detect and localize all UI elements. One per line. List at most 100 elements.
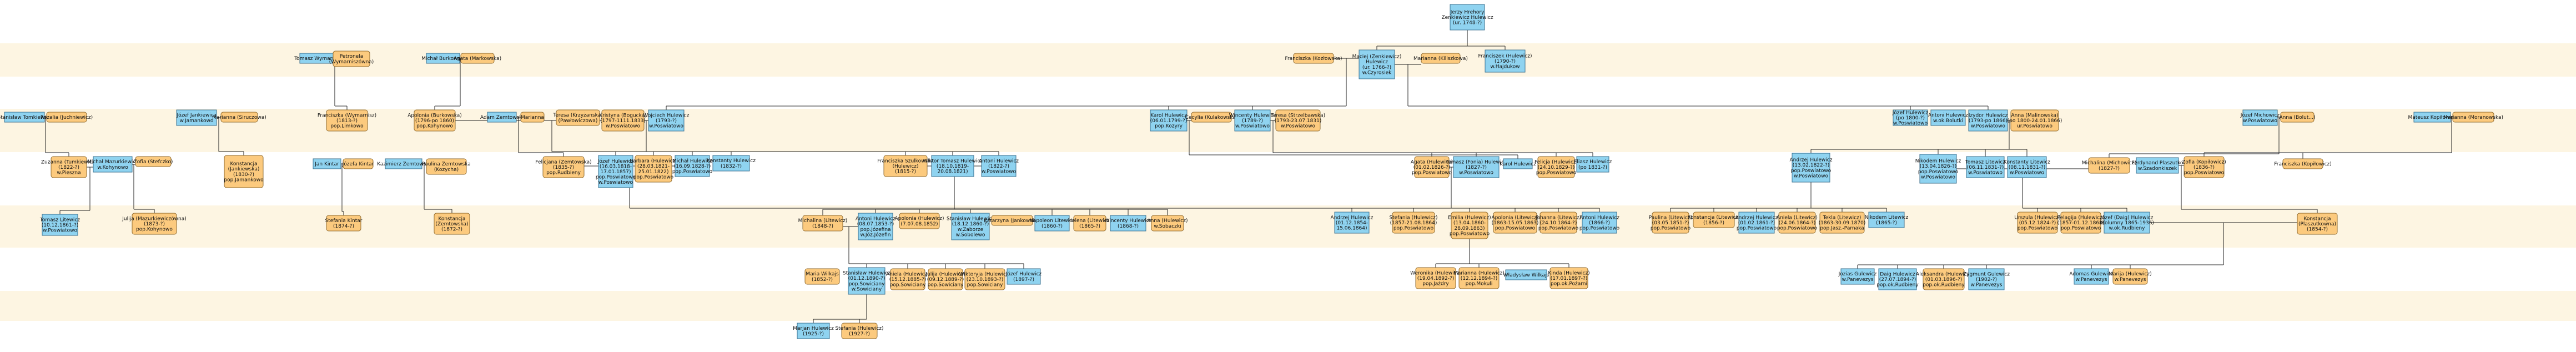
male-person-box[interactable]: Andrzej Hulewicz(01.02.1861-?)pop.Poswia… [1735,212,1778,234]
female-person-box[interactable]: Aleksandra (Hulewicz)(01.03.1896-?)pop.o… [1916,268,1971,290]
male-person-box[interactable]: Antoni Hulewicz(08.07.1853-?)pop.Józefin… [856,213,895,240]
male-person-box[interactable]: Michał Burkowski [421,53,465,64]
female-person-box[interactable]: Anna (Bolut...) [2280,112,2316,123]
female-person-box[interactable]: Weronika (Hulewicz)(19.04.1892-?)pop.Jaż… [1410,267,1461,289]
female-person-box[interactable]: Franciszka (Wymarnisz)(1813-?)pop.Limkow… [318,109,376,132]
female-person-box[interactable]: Teresa (Krzyżanska)(Pawłowiczowa) [552,109,603,126]
male-person-box[interactable]: Stanisław Tomkiewicz [0,112,52,123]
female-person-box[interactable]: Apolonia (Hulewicz)(7.07.08.1852) [894,213,944,229]
male-person-box[interactable]: Karol Hulewicz [1500,158,1536,169]
male-person-box[interactable]: Stanisław Hulewicz(01.12.1890-?)pop.Sowi… [843,267,890,295]
female-person-box[interactable]: Katarzyna (Jankowska) [984,215,1040,226]
male-person-box[interactable]: Michał Hulewicz(16.09.1828-?)pop.Poswiat… [672,155,713,177]
female-person-box[interactable]: Stefania Kintar(1874-?) [325,215,363,232]
female-person-box[interactable]: Marianna (Hulewicz)(12.12.1894-?)pop.Mok… [1453,267,1505,289]
male-person-box[interactable]: Józef Hulewicz(16.03.1818-17.01.1857)pop… [596,155,636,188]
female-person-box[interactable]: Aniela (Hulewicz)(15.12.1885-?)pop.Sowic… [886,268,929,290]
female-person-box[interactable]: Julija (Hulewicz)(09.12.1889-?)pop.Sowic… [925,268,965,290]
female-person-box[interactable]: Aniela (Litewicz)(24.06.1864-?)pop.Poswi… [1777,212,1818,234]
male-person-box[interactable]: Wojciech Hulewicz(1793-?)w.Poswiatowo [643,109,690,132]
female-person-box[interactable]: Agata (Markowska) [454,53,501,64]
female-person-box[interactable]: Johanna (Litewicz)(24.10.1864-?)pop.Posw… [1535,212,1581,234]
male-person-box[interactable]: Zygmunt Gulewicz(1902-?)w.Panevezys [1963,268,2010,290]
male-person-box[interactable]: Władysław Wilkajs [1503,269,1549,280]
female-person-box[interactable]: Urszula (Hulewicz)(05.12.1824-?)pop.Posw… [2014,212,2061,234]
female-person-box[interactable]: Franciszka Szulkowska(Hulewicz)(1815-?) [877,155,934,177]
male-person-box[interactable]: Stanisław Hulewicz(18.12.1860-?)w.Zaborz… [947,213,994,240]
female-person-box[interactable]: Teresa (Strzelbawska)(1793-23.07.1831)w.… [1270,109,1325,132]
female-person-box[interactable]: Zofia (Stefczko) [134,156,173,167]
male-person-box[interactable]: Nikodem Litewicz(1865-?) [1865,212,1909,228]
male-person-box[interactable]: Tomasz Litewicz(06.11.1831-?)w.Poswiatow… [1965,156,2005,178]
female-person-box[interactable]: Stefania (Hulewicz)(1927-?) [835,323,884,339]
female-person-box[interactable]: Rozalia (Juchniewicz) [41,112,93,123]
male-person-box[interactable]: Tomasz (Fonia) Hulewicz(1827-?)w.Poswiat… [1445,156,1507,178]
male-person-box[interactable]: Antoni Hulewicz(1822-?)w.Poswiatowo [979,155,1019,177]
female-person-box[interactable]: Paulina Zemtowska(Kozycha) [422,158,471,175]
female-person-box[interactable]: Marianna (Moranowska) [2443,112,2503,123]
male-person-box[interactable]: Konstanty Hulewicz(1832-?) [707,155,756,172]
female-person-box[interactable]: Helena (Litewicz)(1865-?) [1068,215,1111,232]
male-person-box[interactable]: Adam Zemtowski [480,112,524,123]
male-person-box[interactable]: Konstanty Litewicz(08.11.1831-?)w.Poswia… [2004,156,2050,178]
female-person-box[interactable]: Felicjana (Zemtowska)(1835-?)pop.Rudbien… [535,156,592,178]
female-person-box[interactable]: Józefa Kintar [342,158,374,169]
male-person-box[interactable]: Nikodem Hulewicz(13.04.1826-?)pop.Poswia… [1915,154,1961,184]
female-person-box[interactable]: Marianna (Siruczowa) [212,112,266,123]
male-person-box[interactable]: Andrzej Hulewicz(01.12.1854-15.06.1864) [1331,212,1373,234]
female-person-box[interactable]: Tekla (Litewicz)(1863-30.09.1870)pop.Jas… [1819,212,1866,234]
male-person-box[interactable]: Wiktor Tomasz Hulewicz(18.10.1819-20.08.… [923,155,983,177]
male-person-box[interactable]: Tomasz Litewicz(10.12.1861-?)w.Poswiatow… [39,214,80,236]
female-person-box[interactable]: Stefania (Hulewicz)(1857-21.08.1864)pop.… [1389,212,1438,234]
male-person-box[interactable]: Mateusz Kopiłowicz [2408,112,2457,123]
female-person-box[interactable]: Marianna (Kiliszkowa) [1413,53,1468,64]
female-person-box[interactable]: Wiktoryja (Hulewicz)(23.10.1893-?)pop.So… [959,268,1010,290]
male-person-box[interactable]: Antoni Hulewicz(1866-?)pop.Poswiatowo [1579,212,1620,234]
male-person-box[interactable]: Józef Hulewicz(po 1800-?)w.Poswiatowo [1892,109,1929,126]
female-person-box[interactable]: Konstancja (Litewicz)(1856-?) [1687,212,1740,228]
female-person-box[interactable]: Konstancja(Jankiewska)(1830-?)pop.Jamank… [224,155,264,188]
female-person-box[interactable]: Apolonia (Burkowska)(1796-po 1860)pop.Ko… [407,109,462,132]
female-person-box[interactable]: Barbara (Hulewicz)(28.03.1821-25.01.1822… [630,155,677,183]
female-person-box[interactable]: Michalina (Litewicz)(1848-?) [798,215,848,232]
female-person-box[interactable]: Franciszka (Kozłowska) [1285,53,1342,64]
male-person-box[interactable]: Józef (Daig) Hulewicz(Kolumny 1865-1936)… [2100,212,2154,234]
male-person-box[interactable]: Jan Kintar [313,158,341,169]
female-person-box[interactable]: Franciszka (Kopiłowicz) [2274,158,2332,169]
female-person-box[interactable]: Emilia (Hulewicz)(13.04.1860-28.09.1863)… [1448,212,1491,239]
female-person-box[interactable]: Anna (Malinowska)(po 1800-24.01.1866)ur.… [2008,109,2062,132]
female-person-box[interactable]: Michalina (Michowicz)(1827-?) [2082,157,2137,174]
female-person-box[interactable]: Petronela(Wymarniszówna) [329,51,374,67]
male-person-box[interactable]: Marjan Hulewicz(1925-?) [793,323,834,339]
male-person-box[interactable]: Wincenty Hulewicz(1868-?) [1105,215,1152,232]
male-person-box[interactable]: Andrzej Hulewicz(13.02.1822-?)pop.Poswia… [1790,153,1833,183]
male-person-box[interactable]: Karol Hulewicz(06.01.1799-?)pop.Kozyry [1150,109,1188,132]
female-person-box[interactable]: Pelagija (Hulewicz)(1857-01.12.1868)pop.… [2057,212,2105,234]
female-person-box[interactable]: Julija (Mazurkiewiczówna)(1873-?)pop.Koh… [122,213,187,235]
female-person-box[interactable]: Marija (Hulewicz)w.Panevezys [2109,268,2152,285]
female-person-box[interactable]: Maria Wilkajs(1852-?) [804,268,840,285]
female-person-box[interactable]: Zofia (Kopiłowicz)(1836-?)pop.Poswiatowo [2182,156,2226,178]
male-person-box[interactable]: Maciej (Zenkiewicz)Hulewicz(ur. 1766-?)w… [1352,49,1402,79]
male-person-box[interactable]: Napoleon Litewicz(1860-?) [1029,215,1075,232]
female-person-box[interactable]: Kristyna (Bogucka)(1797-1111.1833)w.Posw… [599,109,647,132]
female-person-box[interactable]: Konstancja(Zemtowska)(1872-?) [434,213,470,235]
female-person-box[interactable]: Cecylia (Kulakowska) [1185,112,1238,123]
male-person-box[interactable]: Wincenty Hulewicz(1789-?)w.Poswiatowo [1229,109,1276,132]
male-person-box[interactable]: Izydor Hulewicz(1793-po 1866)w.Poswiatow… [1968,109,2008,132]
male-person-box[interactable]: Ferdynand Plaszutkow.Szadonkiszek [2132,157,2183,174]
female-person-box[interactable]: Apolonia (Litewicz)(1863-15.05.1863)pop.… [1491,212,1539,234]
male-person-box[interactable]: Daig Hulewicz(27.07.1894-?)pop.ok.Rudbie… [1876,268,1919,290]
female-person-box[interactable]: Paulina (Litewicz)(03.05.1851-?)pop.Posw… [1649,212,1692,234]
female-person-box[interactable]: Zuzanna (Tumkiewicz)(1822-?)w.Pieszna [41,156,97,178]
male-person-box[interactable]: Eliasz Hulewicz(po 1831-?) [1574,156,1612,173]
female-person-box[interactable]: Felicja (Hulewicz)(24.10.1829-?)pop.Posw… [1534,156,1578,178]
male-person-box[interactable]: Józef Hulewicz(1897-?) [1005,268,1042,285]
